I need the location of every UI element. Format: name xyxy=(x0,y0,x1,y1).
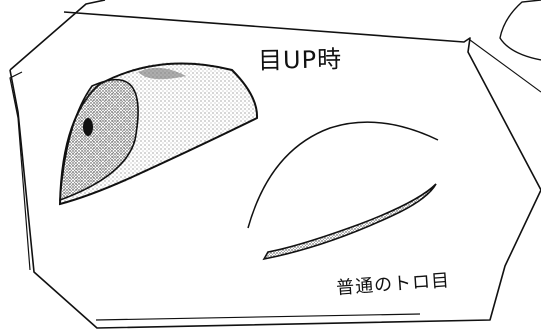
eye-up-drawing xyxy=(58,61,259,206)
neighbor-panel-edge xyxy=(499,0,541,61)
normal-eye-upper-arc xyxy=(247,121,439,229)
panel-frame xyxy=(9,0,541,329)
eye-up-pupil xyxy=(83,118,93,136)
normal-eye-lid xyxy=(262,183,437,261)
eye-up-iris xyxy=(59,78,139,202)
eye-up-label: 目UP時 xyxy=(257,45,343,75)
corner-stroke xyxy=(469,39,541,93)
panel-frame-left xyxy=(9,71,31,271)
bottom-frame-stroke xyxy=(95,313,421,321)
normal-eye-drawing xyxy=(247,121,439,261)
eye-up-lid-line xyxy=(138,67,186,80)
